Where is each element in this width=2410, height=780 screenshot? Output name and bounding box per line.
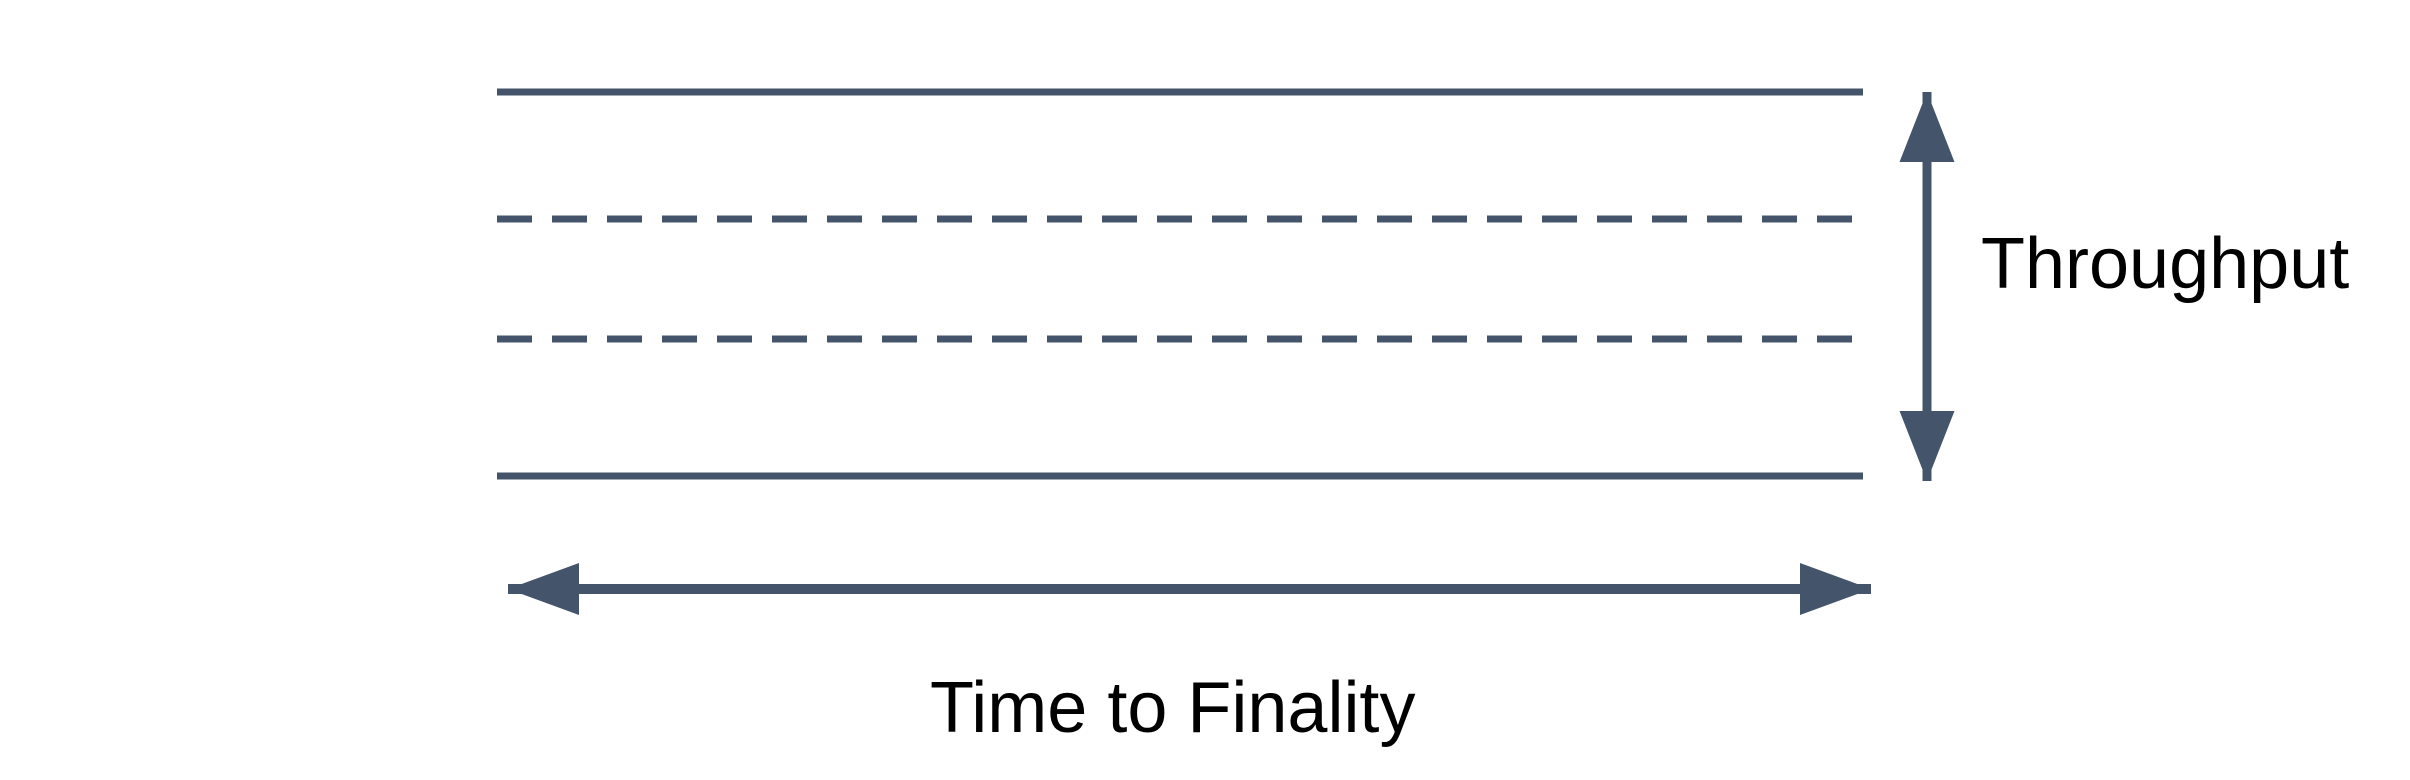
time-to-finality-axis-label: Time to Finality	[930, 668, 1416, 748]
throughput-axis-label: Throughput	[1981, 224, 2350, 304]
double-headed-vertical-arrow-icon	[1899, 92, 1955, 481]
double-headed-horizontal-arrow-icon	[508, 563, 1871, 615]
